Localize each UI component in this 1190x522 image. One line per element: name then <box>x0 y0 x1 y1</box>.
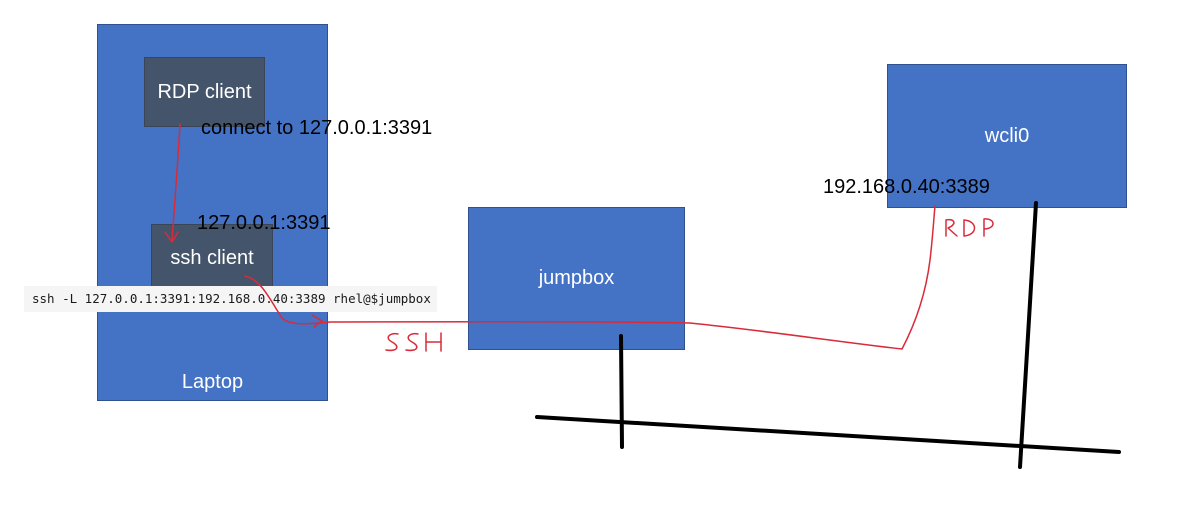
network-backbone-line <box>535 415 1121 454</box>
remote-port-label: 192.168.0.40:3389 <box>823 176 990 198</box>
rdp-handwriting <box>945 218 994 237</box>
rdp-client-label: RDP client <box>157 80 252 103</box>
laptop-label: Laptop <box>181 371 244 393</box>
jumpbox-box: jumpbox <box>468 207 685 350</box>
wcli0-network-drop <box>1018 201 1038 469</box>
rdp-client-box: RDP client <box>144 57 265 127</box>
local-port-label: 127.0.0.1:3391 <box>197 212 331 234</box>
ssh-command: ssh -L 127.0.0.1:3391:192.168.0.40:3389 … <box>24 286 437 312</box>
jumpbox-network-drop <box>619 334 624 449</box>
connect-to-label: connect to 127.0.0.1:3391 <box>201 117 433 139</box>
ssh-handwriting <box>385 332 442 352</box>
ssh-client-label: ssh client <box>170 247 254 269</box>
wcli0-label: wcli0 <box>984 125 1030 147</box>
wcli0-box: wcli0 <box>887 64 1127 208</box>
jumpbox-label: jumpbox <box>538 267 615 289</box>
